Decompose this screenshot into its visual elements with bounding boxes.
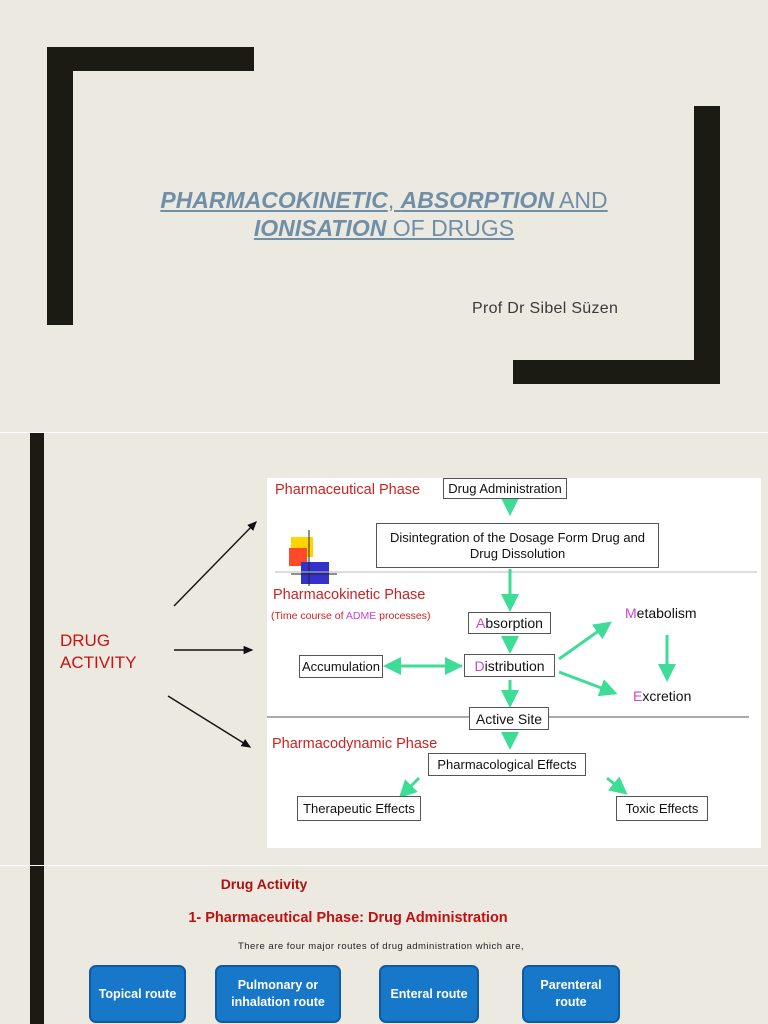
distribution-initial: D <box>474 657 485 674</box>
drug-activity-slide: DRUG ACTIVITY <box>0 433 768 865</box>
slide-separator <box>0 865 768 866</box>
pharmacodynamic-phase-label: Pharmacodynamic Phase <box>272 736 438 752</box>
frame-top-left-vertical <box>47 47 73 325</box>
frame-bottom-right-vertical <box>694 106 720 384</box>
time-course-prefix: (Time course of <box>271 610 346 622</box>
left-accent-bar <box>30 433 44 865</box>
slide-separator <box>0 432 768 433</box>
title-slide: PHARMACOKINETIC, ABSORPTION AND IONISATI… <box>0 0 768 432</box>
drug-activity-label: DRUG ACTIVITY <box>60 630 137 674</box>
drug-administration-box: Drug Administration <box>443 478 567 499</box>
diagram-connectors <box>267 498 757 799</box>
pharmacological-effects-box: Pharmacological Effects <box>428 753 586 776</box>
slide-title[interactable]: PHARMACOKINETIC, ABSORPTION AND IONISATI… <box>100 186 668 242</box>
therapeutic-effects-box: Therapeutic Effects <box>297 796 421 821</box>
route-pulmonary[interactable]: Pulmonary or inhalation route <box>215 965 341 1023</box>
metabolism-label: Metabolism <box>625 605 697 621</box>
drug-activity-line1: DRUG <box>60 631 111 650</box>
distribution-rest: istribution <box>484 657 545 674</box>
arrow-to-pharmacodynamic <box>167 695 252 748</box>
frame-bottom-right-horizontal <box>513 360 720 384</box>
author-name: Prof Dr Sibel Süzen <box>472 300 619 317</box>
route-topical[interactable]: Topical route <box>89 965 186 1023</box>
excretion-rest: xcretion <box>642 688 692 704</box>
excretion-initial: E <box>633 688 643 704</box>
title-words-of-drugs[interactable]: OF DRUGS <box>386 215 515 241</box>
active-site-box: Active Site <box>469 707 549 730</box>
title-word-and[interactable]: AND <box>553 187 608 213</box>
routes-intro: There are four major routes of drug admi… <box>237 941 525 952</box>
drug-activity-heading: Drug Activity <box>220 876 308 892</box>
drug-activity-line2: ACTIVITY <box>60 653 137 672</box>
title-word-ionisation[interactable]: IONISATION <box>253 215 387 241</box>
title-word-absorption[interactable]: ABSORPTION <box>400 187 554 213</box>
route-enteral[interactable]: Enteral route <box>379 965 479 1023</box>
frame-top-left-horizontal <box>47 47 254 71</box>
decorative-squares <box>289 530 337 586</box>
adme-diagram: Pharmaceutical Phase Drug Administration… <box>267 478 761 848</box>
disintegration-box: Disintegration of the Dosage Form Drug a… <box>376 523 659 568</box>
pharmaceutical-phase-heading: 1- Pharmaceutical Phase: Drug Administra… <box>188 910 508 926</box>
title-comma[interactable]: , <box>387 187 401 213</box>
route-parenteral[interactable]: Parenteral route <box>522 965 620 1023</box>
arrow-to-pharmaceutical <box>173 520 257 607</box>
absorption-rest: bsorption <box>485 615 543 631</box>
pharmacokinetic-phase-label: Pharmacokinetic Phase <box>273 587 426 603</box>
excretion-label: Excretion <box>633 688 691 704</box>
time-course-suffix: processes) <box>376 610 431 622</box>
pointer-arrows <box>167 520 257 748</box>
time-course-adme: ADME <box>345 610 377 622</box>
metabolism-rest: etabolism <box>636 605 697 621</box>
toxic-effects-box: Toxic Effects <box>616 796 708 821</box>
metabolism-initial: M <box>625 605 637 621</box>
accumulation-box: Accumulation <box>299 655 383 678</box>
pharmaceutical-phase-label: Pharmaceutical Phase <box>275 482 421 498</box>
left-accent-bar <box>30 866 44 1024</box>
absorption-initial: A <box>476 615 486 631</box>
title-word-pharmacokinetic[interactable]: PHARMACOKINETIC <box>160 187 388 213</box>
adme-time-course-note: (Time course of ADME processes) <box>271 610 431 622</box>
drug-administration-slide: Drug Activity 1- Pharmaceutical Phase: D… <box>0 866 768 1024</box>
